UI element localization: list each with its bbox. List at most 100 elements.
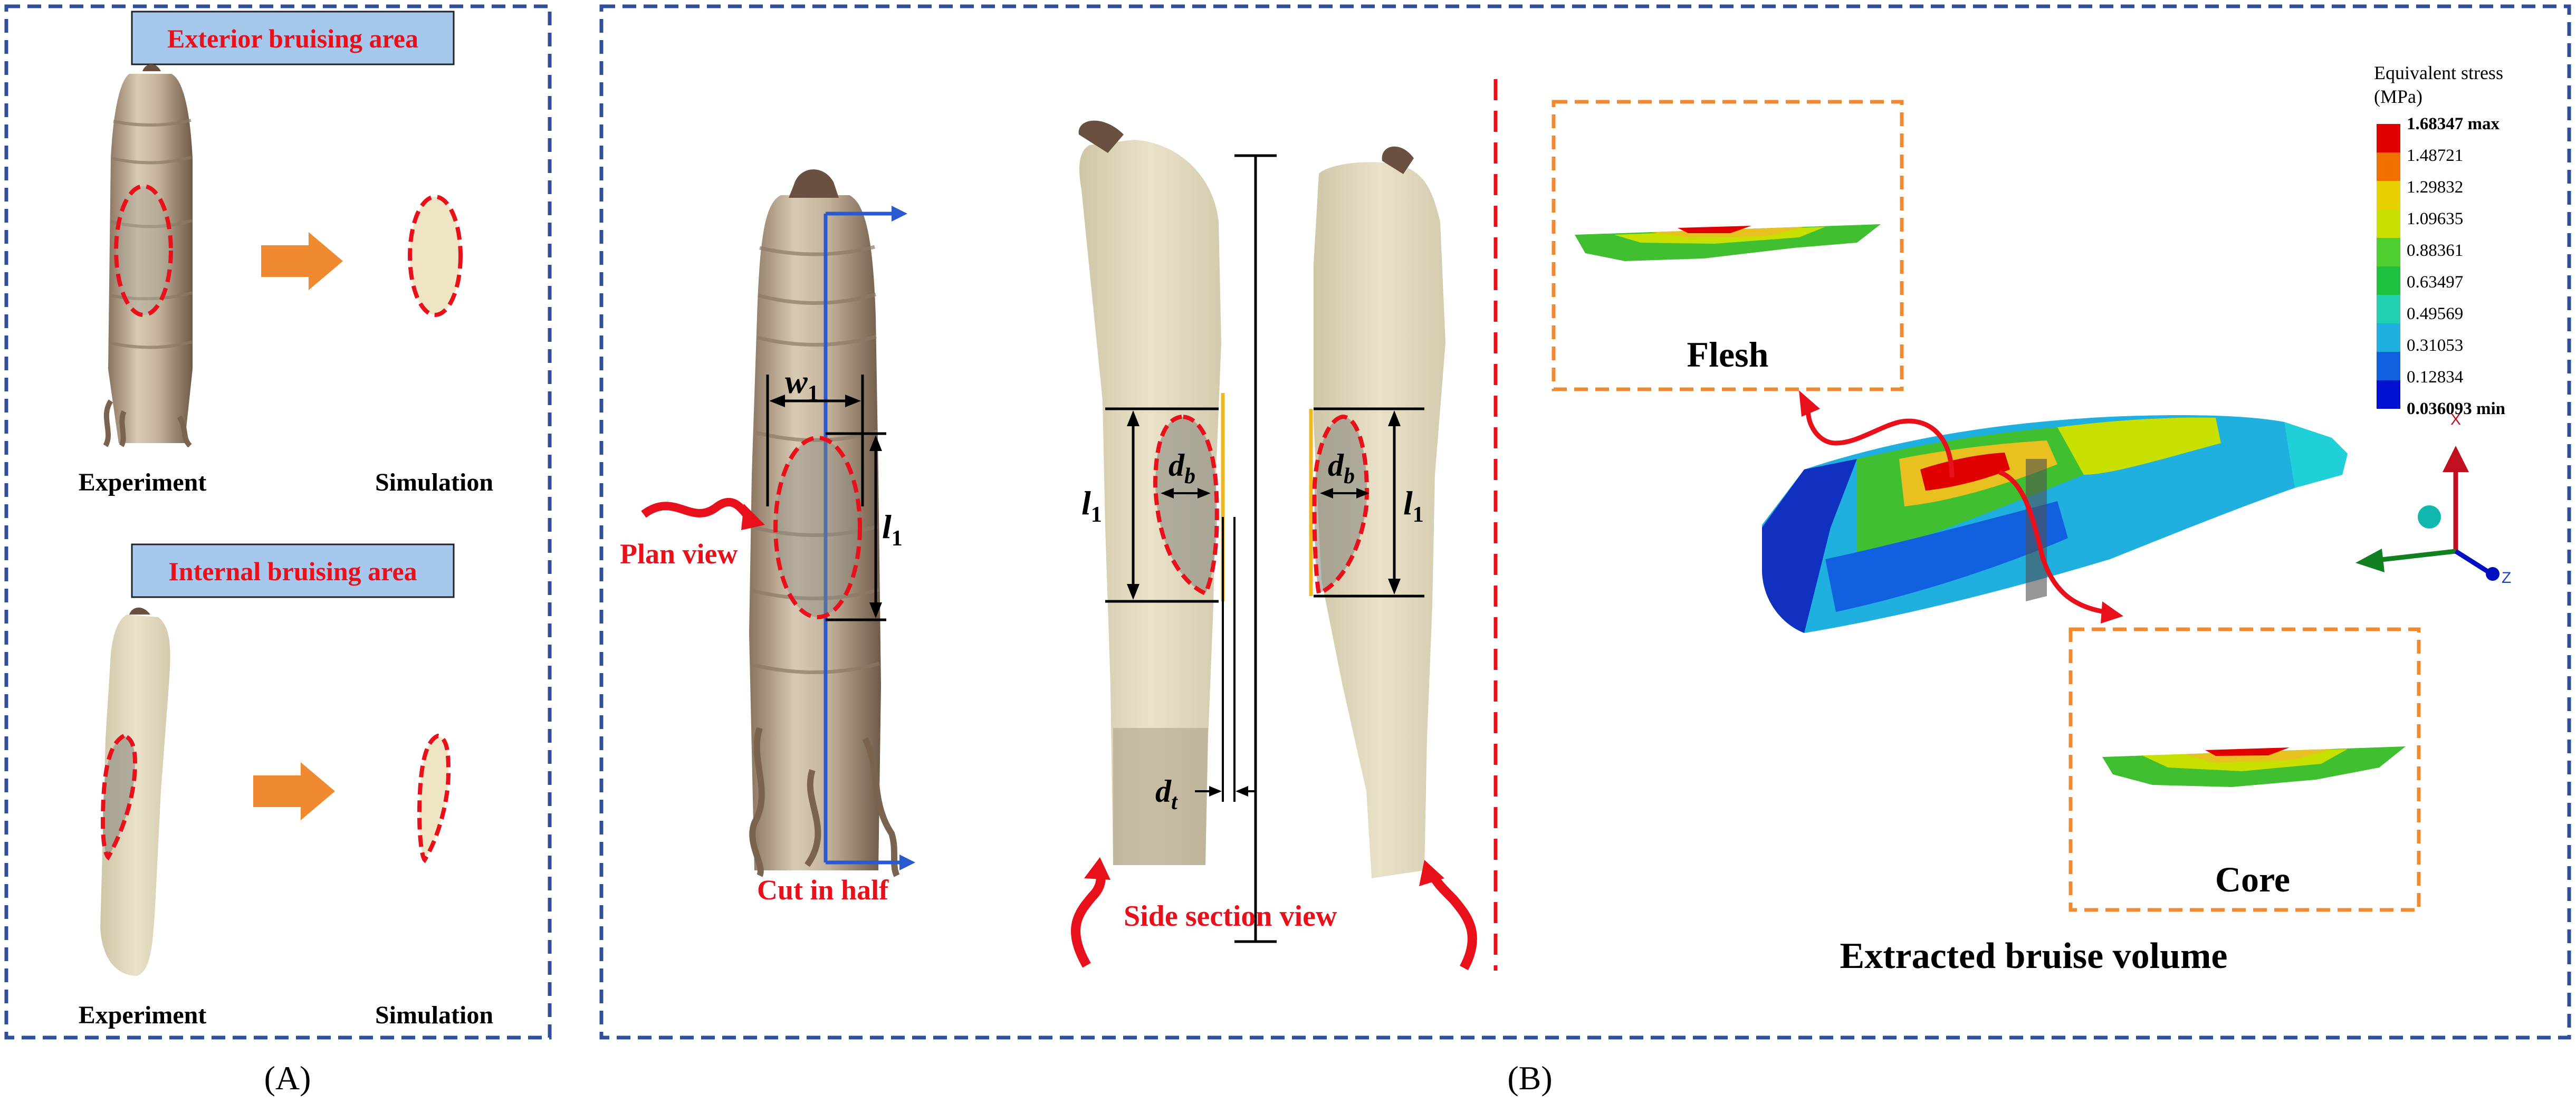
core-pointer-arrowhead-icon [2101, 601, 2123, 624]
db-left-label: db [1169, 448, 1195, 488]
exterior-experiment-label: Experiment [79, 468, 207, 496]
internal-root-photo [100, 607, 170, 976]
legend-swatch [2377, 124, 2400, 152]
dt-arrow-l-icon [1209, 786, 1222, 797]
y-axis-arrow-icon [2355, 549, 2385, 572]
exterior-root-photo [103, 64, 193, 448]
legend-color-bar [2377, 124, 2400, 409]
dt-arrow-r-icon [1236, 786, 1248, 797]
section-scale-bar [1234, 154, 1277, 943]
cut-arrow-top-icon [892, 206, 907, 222]
legend-value: 0.88361 [2407, 241, 2463, 260]
plan-view-arrow-icon [641, 498, 755, 523]
side-section-arrowhead-right-icon [1419, 860, 1444, 886]
coordinate-axes [2355, 446, 2500, 581]
legend-swatch [2377, 380, 2400, 409]
legend-value: 1.09635 [2407, 209, 2463, 228]
axis-origin-sphere-icon [2418, 505, 2441, 529]
db-right-label: db [1328, 448, 1355, 488]
left-section-photo [1078, 120, 1221, 865]
left-section-bruise-outline [1153, 414, 1219, 597]
exterior-title: Exterior bruising area [167, 24, 418, 53]
l1-plan-label: l1 [882, 508, 903, 551]
flesh-inset-box [1552, 100, 1904, 391]
legend-swatch [2377, 209, 2400, 238]
core-label: Core [2215, 859, 2290, 899]
legend-title-line2: (MPa) [2374, 86, 2422, 107]
side-section-arrow-left-icon [1071, 865, 1106, 968]
internal-title-box [131, 543, 455, 598]
w1-label: w1 [785, 363, 819, 406]
exterior-title-box [131, 11, 455, 65]
l1-plan-arrow-up-icon [869, 435, 882, 451]
l1-plan-arrow-down-icon [869, 602, 882, 618]
internal-experiment-label: Experiment [79, 1001, 207, 1029]
core-inset-box [2069, 627, 2421, 912]
l1-left-arrow-down-icon [1127, 584, 1139, 600]
legend-swatch [2377, 352, 2400, 380]
legend-value: 1.48721 [2407, 146, 2463, 165]
legend-value: 0.31053 [2407, 336, 2463, 355]
l1-left-label: l1 [1081, 484, 1102, 527]
db-right-arrow-r-icon [1356, 488, 1370, 498]
l1-dimension-plan [826, 432, 886, 621]
flesh-pointer-arrow-icon [1805, 402, 1955, 478]
plan-view-root-photo [749, 169, 900, 877]
internal-simulation-label: Simulation [375, 1001, 493, 1029]
legend-value: 0.49569 [2407, 304, 2463, 323]
plan-view-arrowhead-icon [741, 504, 765, 530]
db-right-arrow-l-icon [1320, 488, 1333, 498]
legend-swatch [2377, 152, 2400, 181]
cut-arrow-bottom-icon [899, 855, 915, 870]
legend-swatch [2377, 238, 2400, 266]
l1-dimension-right [1314, 407, 1424, 598]
panel-b-frame [599, 4, 2571, 1040]
z-axis-label: Z [2502, 569, 2511, 587]
l1-right-arrow-down-icon [1388, 579, 1401, 594]
panel-a-frame [4, 4, 552, 1040]
cut-line [823, 212, 902, 865]
legend-value-labels: 1.68347 max1.487211.298321.096350.883610… [2407, 114, 2505, 418]
l1-left-arrow-up-icon [1127, 410, 1139, 426]
flesh-bruise-volume [1575, 224, 1881, 261]
panel-a-caption: (A) [264, 1059, 311, 1097]
exterior-simulated-bruise [408, 195, 463, 317]
l1-dimension-left [1105, 407, 1219, 603]
exterior-arrow-icon [261, 232, 343, 290]
internal-simulated-bruise [417, 733, 451, 864]
core-bruise-volume [2102, 746, 2406, 787]
core-pointer-arrow-icon [1998, 469, 2105, 615]
exterior-bruise-outline [114, 184, 173, 317]
x-axis-arrow-icon [2443, 446, 2469, 472]
extracted-bruise-volume-label: Extracted bruise volume [1840, 936, 2228, 976]
legend-swatch [2377, 295, 2400, 323]
flesh-label: Flesh [1687, 334, 1769, 375]
legend-title-line1: Equivalent stress [2374, 62, 2503, 83]
z-axis-end-icon [2486, 567, 2500, 581]
legend-value: 0.036093 min [2407, 399, 2505, 418]
flesh-pointer-arrowhead-icon [1799, 390, 1820, 417]
dt-label: dt [1155, 774, 1178, 814]
panel-b-caption: (B) [1507, 1059, 1552, 1097]
l1-right-arrow-up-icon [1388, 410, 1401, 426]
legend-value: 0.63497 [2407, 273, 2463, 292]
exterior-simulation-label: Simulation [375, 468, 493, 496]
w1-arrow-right-icon [845, 395, 861, 407]
w1-arrow-left-icon [769, 395, 785, 407]
legend-swatch [2377, 323, 2400, 352]
internal-title: Internal bruising area [168, 557, 417, 586]
l1-right-label: l1 [1403, 484, 1424, 527]
legend-value: 0.12834 [2407, 368, 2463, 387]
fe-model-stress-contour [1762, 415, 2348, 633]
db-left-arrow-r-icon [1198, 488, 1211, 498]
cut-in-half-label: Cut in half [757, 874, 889, 906]
right-section-bruise-outline [1312, 414, 1369, 597]
db-left-arrow-l-icon [1161, 488, 1174, 498]
internal-arrow-icon [253, 762, 335, 820]
legend-value: 1.68347 max [2407, 114, 2500, 133]
plan-view-bruise-outline [773, 436, 862, 619]
x-axis-label: X [2450, 411, 2461, 428]
w1-dimension [766, 375, 864, 506]
legend-swatch [2377, 266, 2400, 295]
